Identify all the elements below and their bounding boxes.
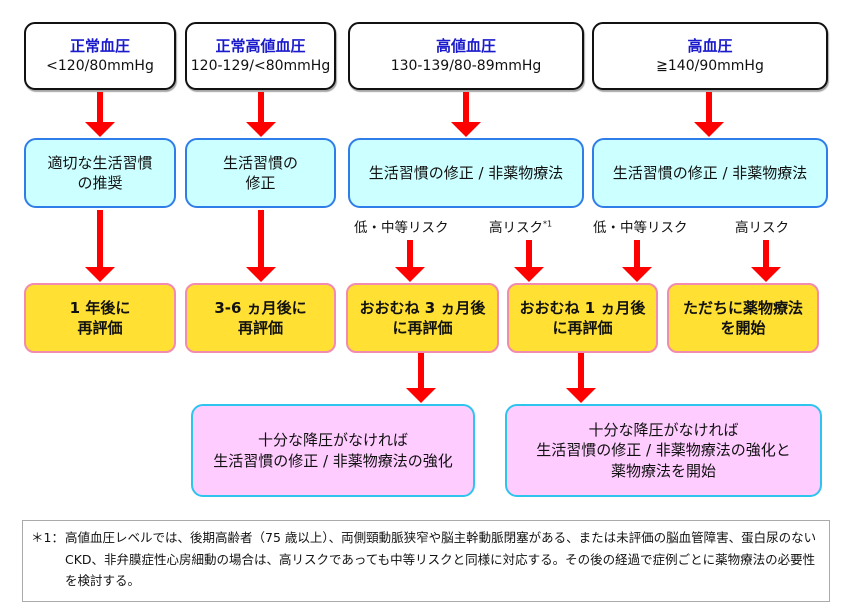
arrow-down-icon	[622, 240, 652, 282]
risk-label-text: 高リスク	[735, 220, 789, 236]
evaluation-text-line1: 1 年後に	[69, 298, 131, 317]
lifestyle-text-line1: 適切な生活習慣	[47, 153, 153, 172]
category-range: <120/80mmHg	[46, 57, 154, 74]
arrow-down-icon	[395, 240, 425, 282]
category-name: 高値血圧	[435, 37, 496, 56]
arrow-down-icon	[406, 353, 436, 403]
arrow-down-icon	[85, 92, 115, 137]
followup-intensify-and-medicate: 十分な降圧がなければ 生活習慣の修正 / 非薬物療法の強化と 薬物療法を開始	[505, 404, 822, 497]
lifestyle-recommend: 適切な生活習慣 の推奨	[24, 138, 176, 208]
followup-text-line2: 生活習慣の修正 / 非薬物療法の強化	[213, 451, 453, 470]
category-range: 120-129/<80mmHg	[190, 57, 331, 74]
arrow-down-icon	[751, 240, 781, 282]
category-hypertension: 高血圧 ≧140/90mmHg	[592, 22, 828, 90]
lifestyle-text-line2: 修正	[245, 174, 276, 192]
followup-text-line1: 十分な降圧がなければ	[257, 431, 408, 450]
risk-label-low-moderate: 低・中等リスク	[354, 216, 449, 236]
arrow-down-icon	[566, 353, 596, 403]
evaluation-text-line1: おおむね 3 ヵ月後	[359, 298, 486, 317]
risk-label-low-moderate: 低・中等リスク	[593, 216, 688, 236]
footnote-ref: *1	[543, 219, 553, 229]
category-name: 高血圧	[687, 37, 733, 56]
risk-label-text: 高リスク	[489, 220, 543, 236]
category-range: ≧140/90mmHg	[656, 57, 764, 74]
risk-label-text: 低・中等リスク	[593, 220, 688, 236]
category-name: 正常高値血圧	[215, 37, 306, 56]
risk-label-high: 高リスク	[735, 216, 789, 236]
followup-text-line1: 十分な降圧がなければ	[588, 421, 739, 440]
followup-text-line3: 薬物療法を開始	[610, 461, 716, 480]
evaluation-start-medication: ただちに薬物療法 を開始	[667, 283, 819, 353]
lifestyle-nonpharm-hypertension: 生活習慣の修正 / 非薬物療法	[592, 138, 828, 208]
risk-label-high-footnote: 高リスク*1	[489, 216, 553, 237]
category-normal: 正常血圧 <120/80mmHg	[24, 22, 176, 90]
arrow-down-icon	[514, 240, 544, 282]
lifestyle-text-line1: 生活習慣の	[222, 153, 298, 172]
lifestyle-text-line1: 生活習慣の修正 / 非薬物療法	[612, 163, 808, 182]
arrow-down-icon	[694, 92, 724, 137]
lifestyle-modify: 生活習慣の 修正	[185, 138, 336, 208]
category-name: 正常血圧	[69, 37, 130, 56]
footnote-mark: ＊1：	[31, 530, 64, 545]
evaluation-text-line2: を開始	[720, 319, 766, 337]
category-elevated: 高値血圧 130-139/80-89mmHg	[348, 22, 584, 90]
risk-label-text: 低・中等リスク	[354, 220, 449, 236]
evaluation-text-line1: おおむね 1 ヵ月後	[519, 298, 646, 317]
arrow-down-icon	[85, 210, 115, 282]
evaluation-1-year: 1 年後に 再評価	[24, 283, 176, 353]
category-high-normal: 正常高値血圧 120-129/<80mmHg	[185, 22, 336, 90]
evaluation-text-line2: 再評価	[237, 319, 283, 337]
followup-text-line2: 生活習慣の修正 / 非薬物療法の強化と	[536, 441, 791, 460]
evaluation-text-line1: 3-6 ヵ月後に	[214, 298, 307, 317]
evaluation-1-month: おおむね 1 ヵ月後 に再評価	[507, 283, 658, 353]
lifestyle-text-line2: の推奨	[77, 174, 123, 192]
followup-intensify-lifestyle: 十分な降圧がなければ 生活習慣の修正 / 非薬物療法の強化	[191, 404, 475, 497]
evaluation-3-6-months: 3-6 ヵ月後に 再評価	[185, 283, 336, 353]
evaluation-text-line2: に再評価	[392, 319, 453, 337]
lifestyle-nonpharm-elevated: 生活習慣の修正 / 非薬物療法	[348, 138, 584, 208]
evaluation-3-months: おおむね 3 ヵ月後 に再評価	[346, 283, 499, 353]
evaluation-text-line2: に再評価	[552, 319, 613, 337]
footnote-text: 高値血圧レベルでは、後期高齢者（75 歳以上）、両側頸動脈狭窄や脳主幹動脈閉塞が…	[65, 530, 817, 588]
arrow-down-icon	[246, 210, 276, 282]
lifestyle-text-line1: 生活習慣の修正 / 非薬物療法	[368, 163, 564, 182]
evaluation-text-line1: ただちに薬物療法	[682, 298, 803, 317]
footnote-box: ＊1： 高値血圧レベルでは、後期高齢者（75 歳以上）、両側頸動脈狭窄や脳主幹動…	[22, 520, 830, 602]
category-range: 130-139/80-89mmHg	[390, 57, 542, 74]
arrow-down-icon	[246, 92, 276, 137]
evaluation-text-line2: 再評価	[77, 319, 123, 337]
arrow-down-icon	[451, 92, 481, 137]
